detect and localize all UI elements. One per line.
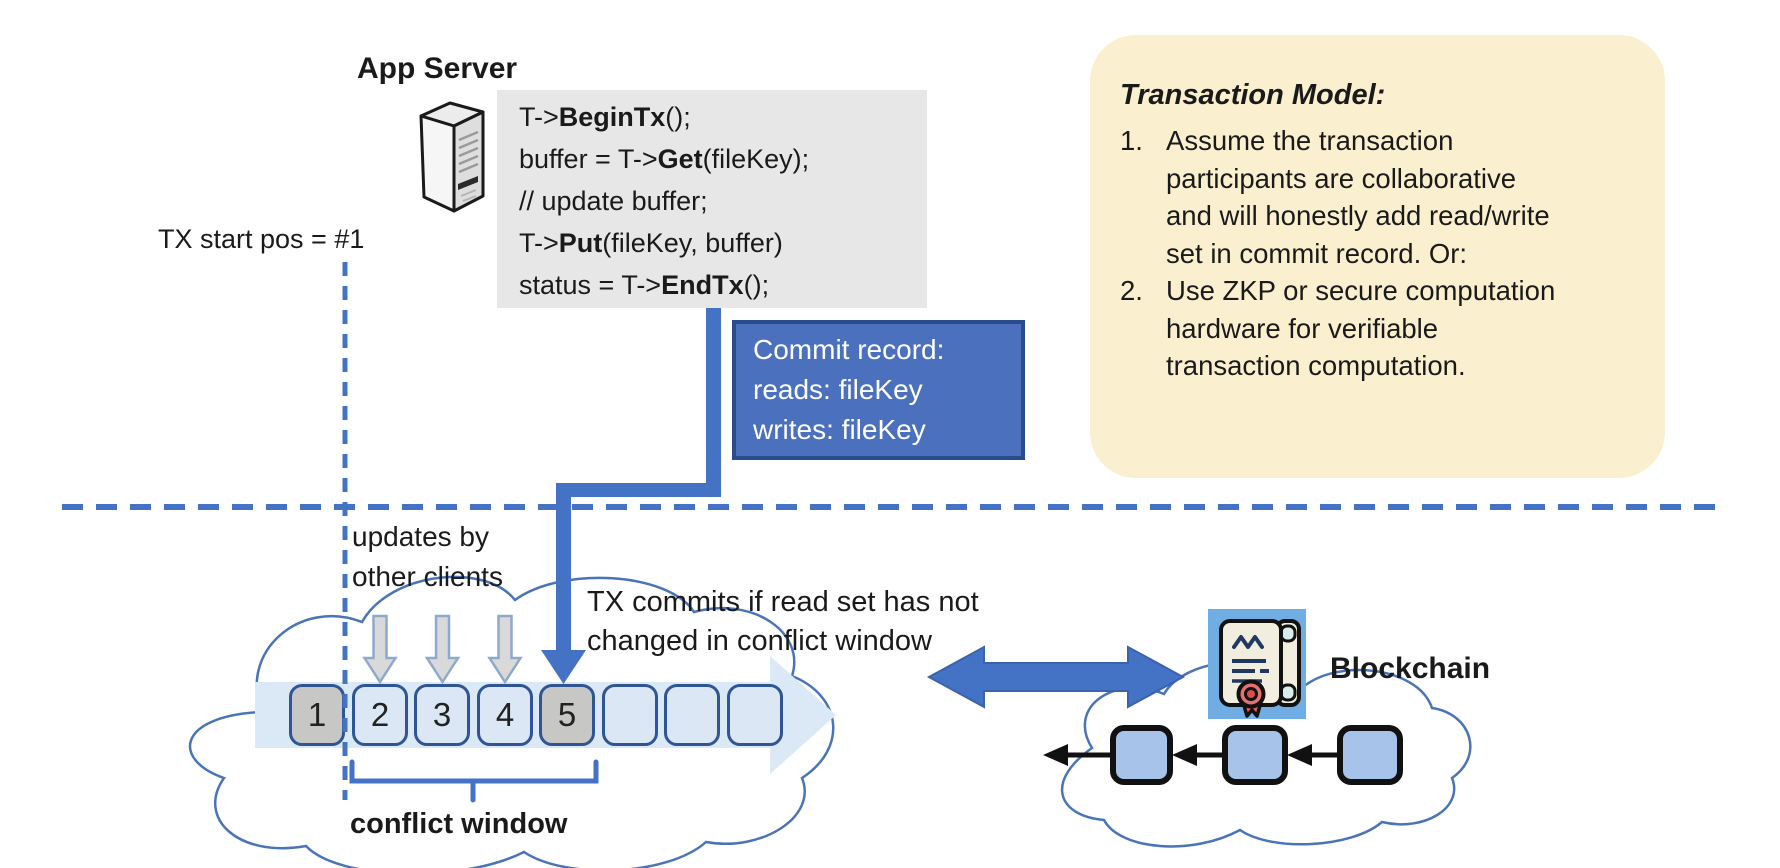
model-item-2: 2. Use ZKP or secure computation hardwar… <box>1120 272 1639 385</box>
updates-by-other-clients-label: updates by other clients <box>352 521 503 592</box>
conflict-window-bracket <box>349 759 599 803</box>
code-line: T->Put(fileKey, buffer) <box>519 228 783 258</box>
blockchain-blocks <box>1110 725 1403 785</box>
ledger-slot-2: 2 <box>352 684 408 746</box>
tx-commit-condition-note: TX commits if read set has not changed i… <box>587 586 979 657</box>
ledger-slot-3: 3 <box>414 684 470 746</box>
model-item-text: Assume the transaction participants are … <box>1166 125 1550 269</box>
commit-record-writes: writes: fileKey <box>753 414 926 445</box>
list-marker: 1. <box>1120 125 1143 156</box>
ledger-slot-7 <box>664 684 720 746</box>
list-marker: 2. <box>1120 275 1143 306</box>
commit-record-reads: reads: fileKey <box>753 374 923 405</box>
update-arrow <box>487 614 523 685</box>
slot-number: 2 <box>370 696 390 733</box>
tx-start-pos-label: TX start pos = #1 <box>158 224 365 254</box>
slot-number: 3 <box>432 696 452 733</box>
ledger-slot-6 <box>602 684 658 746</box>
chain-block <box>1110 725 1173 785</box>
code-line: status = T->EndTx(); <box>519 270 770 300</box>
certificate-icon <box>1208 609 1306 719</box>
chain-block <box>1337 725 1403 785</box>
code-line: buffer = T->Get(fileKey); <box>519 144 810 174</box>
ledger-slot-1: 1 <box>289 684 345 746</box>
slot-number: 5 <box>557 696 577 733</box>
ledger-slot-5: 5 <box>539 684 595 746</box>
commit-record-title: Commit record: <box>753 334 945 365</box>
transaction-model-panel: Transaction Model: 1. Assume the transac… <box>1090 35 1665 478</box>
update-arrow <box>362 614 398 685</box>
app-server-title: App Server <box>357 52 518 85</box>
update-arrows <box>362 614 523 685</box>
model-item-text: Use ZKP or secure computation hardware f… <box>1166 275 1556 381</box>
transaction-code-block: T->BeginTx(); buffer = T->Get(fileKey); … <box>497 90 927 308</box>
commit-record-box: Commit record: reads: fileKey writes: fi… <box>732 320 1025 460</box>
chain-block <box>1222 725 1288 785</box>
ledger-slot-4: 4 <box>477 684 533 746</box>
blockchain-label: Blockchain <box>1330 652 1491 685</box>
update-arrow <box>424 614 461 685</box>
chain-arrowheads <box>1043 744 1312 766</box>
sync-double-arrow <box>926 645 1186 709</box>
transaction-model-title: Transaction Model: <box>1120 79 1386 111</box>
code-line: // update buffer; <box>519 186 708 216</box>
commit-elbow-arrow <box>541 303 721 684</box>
code-line: T->BeginTx(); <box>519 102 691 132</box>
slot-number: 4 <box>495 696 515 733</box>
model-item-1: 1. Assume the transaction participants a… <box>1120 122 1639 272</box>
slot-number: 1 <box>307 696 327 733</box>
server-icon <box>419 101 485 213</box>
ledger-slot-8 <box>727 684 783 746</box>
conflict-window-label: conflict window <box>350 808 568 840</box>
